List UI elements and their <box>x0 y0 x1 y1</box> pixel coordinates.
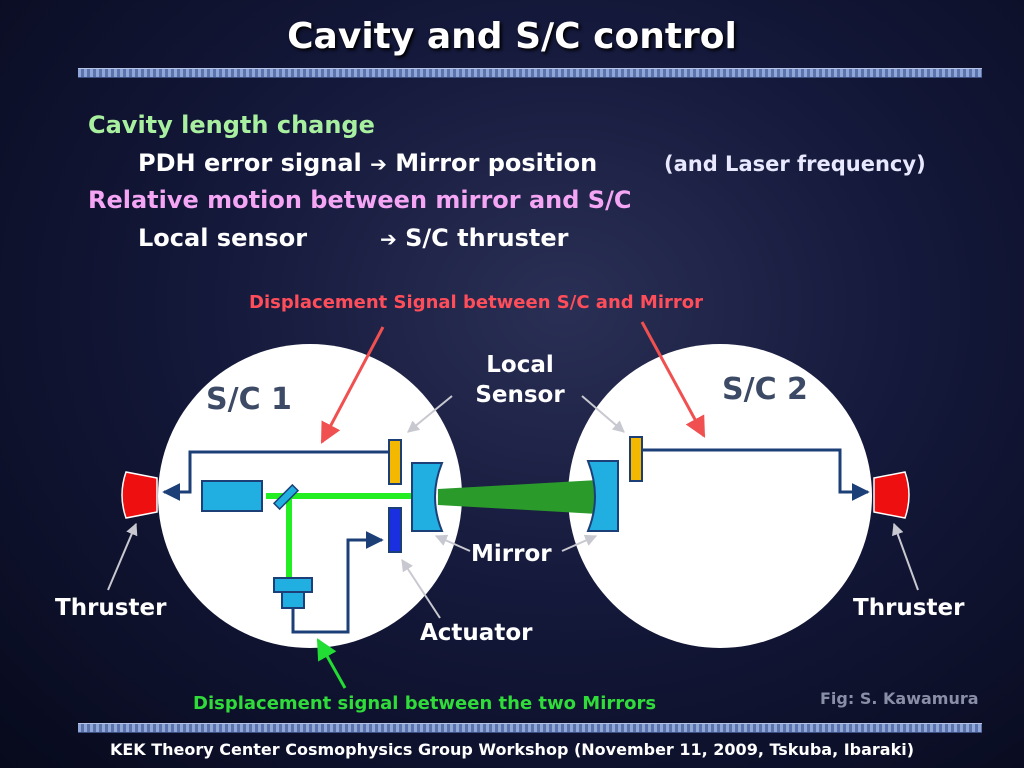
arrow-icon: ➔ <box>370 152 387 176</box>
bullet-pdh-row: PDH error signal ➔ Mirror position <box>138 149 597 177</box>
spacecraft-2-body <box>568 344 872 648</box>
red-pointer-left <box>320 326 385 444</box>
pointer-thruster-right <box>892 522 919 591</box>
pointer-mirror-right <box>561 534 598 552</box>
label-sc2: S/C 2 <box>722 372 808 407</box>
actuator-block <box>388 507 402 553</box>
label-sc-mirror-signal: Displacement Signal between S/C and Mirr… <box>249 292 703 313</box>
slide-title: Cavity and S/C control <box>287 16 737 57</box>
label-thruster-right: Thruster <box>853 595 965 621</box>
bullet-thruster-row: ➔ S/C thruster <box>380 224 569 252</box>
label-mirror-mirror-signal: Displacement signal between the two Mirr… <box>193 693 657 714</box>
sc-thruster-text: S/C thruster <box>405 224 569 252</box>
thruster-right-icon <box>873 471 910 519</box>
label-mirror: Mirror <box>471 541 552 567</box>
label-local-sensor-line1: Local <box>486 352 554 378</box>
pointer-mirror-left <box>434 534 471 552</box>
wire-sensor-to-thruster-left <box>162 450 389 501</box>
bullet-cavity-length: Cavity length change <box>88 111 375 139</box>
label-sc1: S/C 1 <box>206 382 292 417</box>
pdh-error-signal-text: PDH error signal <box>138 149 362 177</box>
footer-divider <box>78 723 982 733</box>
figure-credit: Fig: S. Kawamura <box>820 689 979 708</box>
green-pointer <box>316 638 347 689</box>
pointer-thruster-left <box>107 522 138 591</box>
local-sensor-text: Local sensor <box>138 224 308 252</box>
arrow-icon: ➔ <box>380 227 397 251</box>
pointer-local-sensor-left <box>407 395 453 433</box>
pointer-actuator <box>401 558 441 619</box>
beam-splitter <box>272 483 300 511</box>
photodetector-base <box>281 591 305 609</box>
wire-detector-to-actuator <box>291 531 384 634</box>
label-thruster-left: Thruster <box>55 595 167 621</box>
mirror-2 <box>586 460 619 532</box>
local-sensor-1 <box>388 439 402 485</box>
inter-spacecraft-beam <box>438 480 598 514</box>
red-pointer-right <box>640 321 706 438</box>
label-actuator: Actuator <box>420 620 533 646</box>
local-sensor-2 <box>629 436 643 482</box>
label-local-sensor-line2: Sensor <box>475 382 565 408</box>
footer-text: KEK Theory Center Cosmophysics Group Wor… <box>109 740 915 759</box>
mirror-position-text: Mirror position <box>395 149 598 177</box>
mirror-1 <box>411 462 444 532</box>
photodetector-top <box>273 577 313 593</box>
laser-box <box>201 480 263 512</box>
wire-sensor-to-thruster-right <box>642 448 870 501</box>
pointer-local-sensor-right <box>581 395 625 433</box>
thruster-left-icon <box>121 471 158 519</box>
laser-frequency-note: (and Laser frequency) <box>664 152 926 176</box>
label-local-sensor: Local Sensor <box>462 350 578 410</box>
bullet-relative-motion: Relative motion between mirror and S/C <box>88 186 632 214</box>
title-divider <box>78 68 982 78</box>
